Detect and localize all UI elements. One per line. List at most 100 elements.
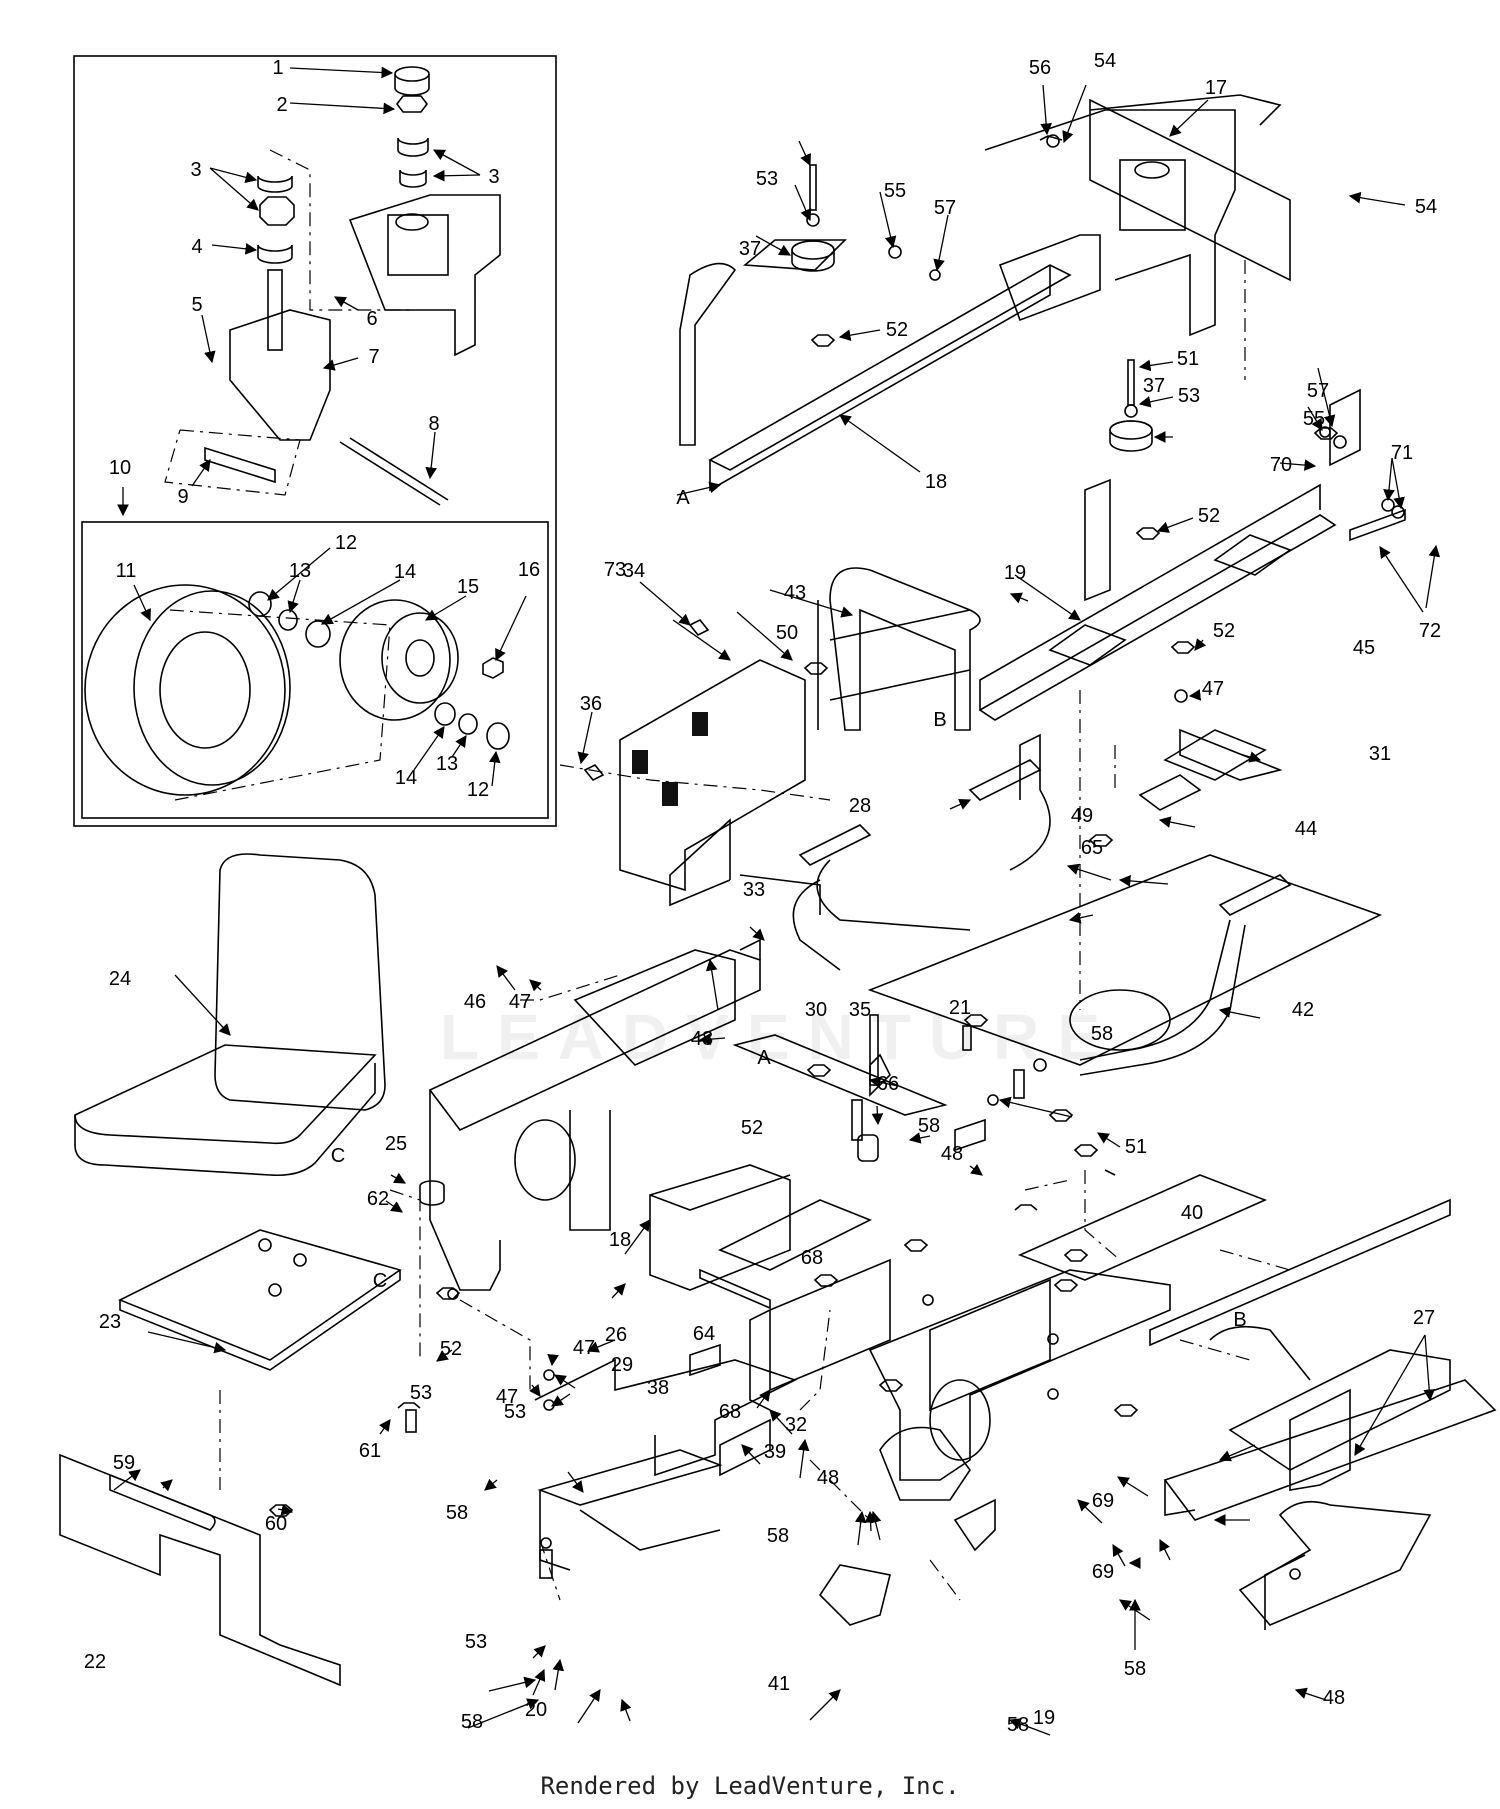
callout: 37 [739,238,761,260]
callout: 40 [1181,1202,1203,1224]
callout: 51 [1125,1136,1147,1158]
ref-letter-a: A [676,487,690,509]
callout-labels: 1 2 3 3 3 3 4 5 6 7 8 9 10 11 12 12 13 1… [84,50,1441,1736]
callout: 19 [1033,1707,1055,1729]
callout: 57 [934,197,956,219]
callout: 38 [647,1377,669,1399]
callout: 58 [918,1115,940,1137]
callout: 47 [496,1386,518,1408]
callout: 47 [509,991,531,1013]
callout: 39 [764,1441,786,1463]
callout: 51 [1177,348,1199,370]
callout: 17 [1205,77,1227,99]
callout: 8 [428,413,439,435]
callout: 9 [177,486,188,508]
callout: 12 [335,532,357,554]
callout: 43 [784,582,806,604]
deck-drawing [669,733,1383,1076]
callout: 57 [1307,380,1329,402]
callout: 13 [289,560,311,582]
callout: 55 [1303,408,1325,430]
callout: 4 [191,236,202,258]
callout: 58 [1124,1658,1146,1680]
callout: 58 [461,1711,483,1733]
callout: 68 [801,1247,823,1269]
callout: 69 [1092,1490,1114,1512]
caster-inset-box [73,55,557,827]
callout: 14 [394,561,416,583]
callout: 7 [368,346,379,368]
callout: 42 [1292,999,1314,1021]
callout: 47 [573,1337,595,1359]
chassis-drawing [428,938,1451,1552]
callout: 72 [1419,620,1441,642]
callout: 26 [605,1324,627,1346]
callout: 18 [925,471,947,493]
callout: 58 [1091,1023,1113,1045]
callout: 48 [817,1467,839,1489]
callout: 69 [1092,1561,1114,1583]
callout: 25 [385,1133,407,1155]
callout: 10 [109,457,131,479]
callout: 48 [691,1028,713,1050]
lower-hardware-drawing [268,834,1301,1580]
callout: 53 [504,1401,526,1423]
callout: 53 [465,1631,487,1653]
ref-letter-b: B [1233,1309,1246,1331]
callout: 6 [366,308,377,330]
callout: 53 [1178,385,1200,407]
callout: 65 [1081,837,1103,859]
callout: 59 [113,1452,135,1474]
callout: 5 [191,294,202,316]
rack-and-panel-drawing [583,567,981,892]
callout: 52 [440,1338,462,1360]
callout: 41 [768,1673,790,1695]
callout: 61 [359,1440,381,1462]
callout: 19 [1004,562,1026,584]
callout: 55 [884,180,906,202]
callout: 56 [1029,57,1051,79]
callout: 32 [785,1414,807,1436]
leader-lines [113,66,1441,1736]
footer-credit: Rendered by LeadVenture, Inc. [540,1772,960,1800]
callout: 14 [395,767,417,789]
callout: 50 [776,622,798,644]
callout: 68 [719,1401,741,1423]
callout: 70 [1270,454,1292,476]
callout: 33 [743,879,765,901]
callout: 18 [609,1229,631,1251]
callout: 53 [410,1382,432,1404]
callout: 30 [805,999,827,1021]
callout: 73 [604,559,626,581]
upper-frame-drawing [679,94,1406,1010]
callout: 29 [611,1354,633,1376]
callout: 24 [109,968,131,990]
callout: 46 [464,991,486,1013]
upper-hardware-drawing [791,134,1405,781]
callout: 23 [99,1311,121,1333]
callout: 48 [1323,1687,1345,1709]
callout: 54 [1415,196,1437,218]
ref-letter-a: A [757,1047,771,1069]
callout: 64 [693,1323,715,1345]
callout: 52 [886,319,908,341]
callout: 21 [949,997,971,1019]
callout: 49 [1071,805,1093,827]
seat-drawing [74,853,386,1177]
callout: 34 [623,560,645,582]
callout: 44 [1295,818,1317,840]
callout: 12 [467,779,489,801]
callout: 2 [276,94,287,116]
callout: 31 [1369,743,1391,765]
callout: 22 [84,1651,106,1673]
callout: 13 [436,753,458,775]
callout: 66 [877,1073,899,1095]
deflector-drawing [1163,1379,1497,1630]
callout: 3 [190,159,201,181]
callout: 52 [1213,620,1235,642]
callout: 60 [265,1513,287,1535]
callout: 45 [1353,637,1375,659]
callout: 62 [367,1188,389,1210]
callout: 36 [580,693,602,715]
